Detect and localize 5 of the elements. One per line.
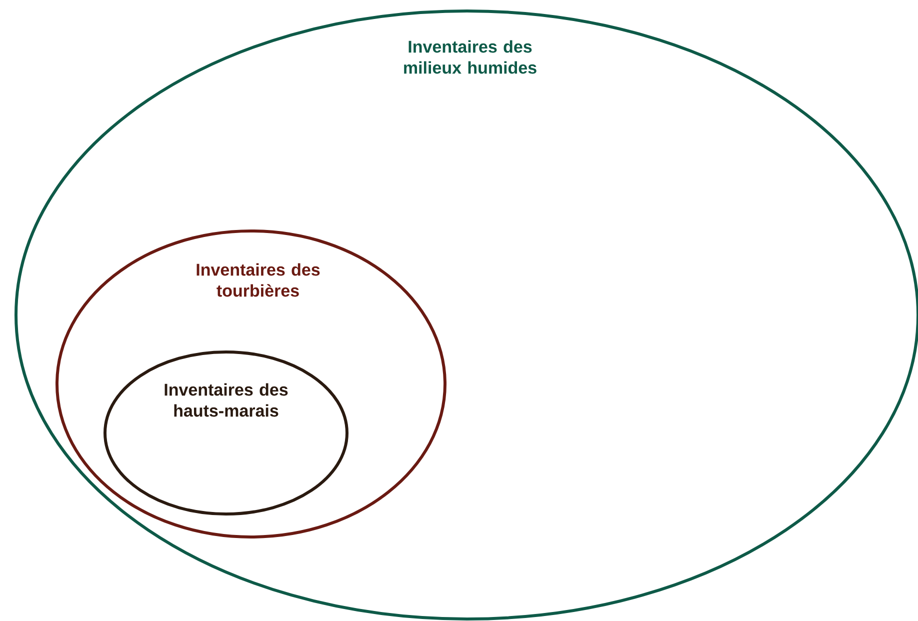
ellipse-label: Inventaires des hauts-marais	[164, 383, 288, 417]
ellipse-label: Inventaires des milieux humides	[404, 40, 536, 74]
ellipse	[104, 350, 348, 516]
ellipse	[56, 230, 446, 538]
ellipse-label: Inventaires des tourbières	[196, 263, 320, 297]
